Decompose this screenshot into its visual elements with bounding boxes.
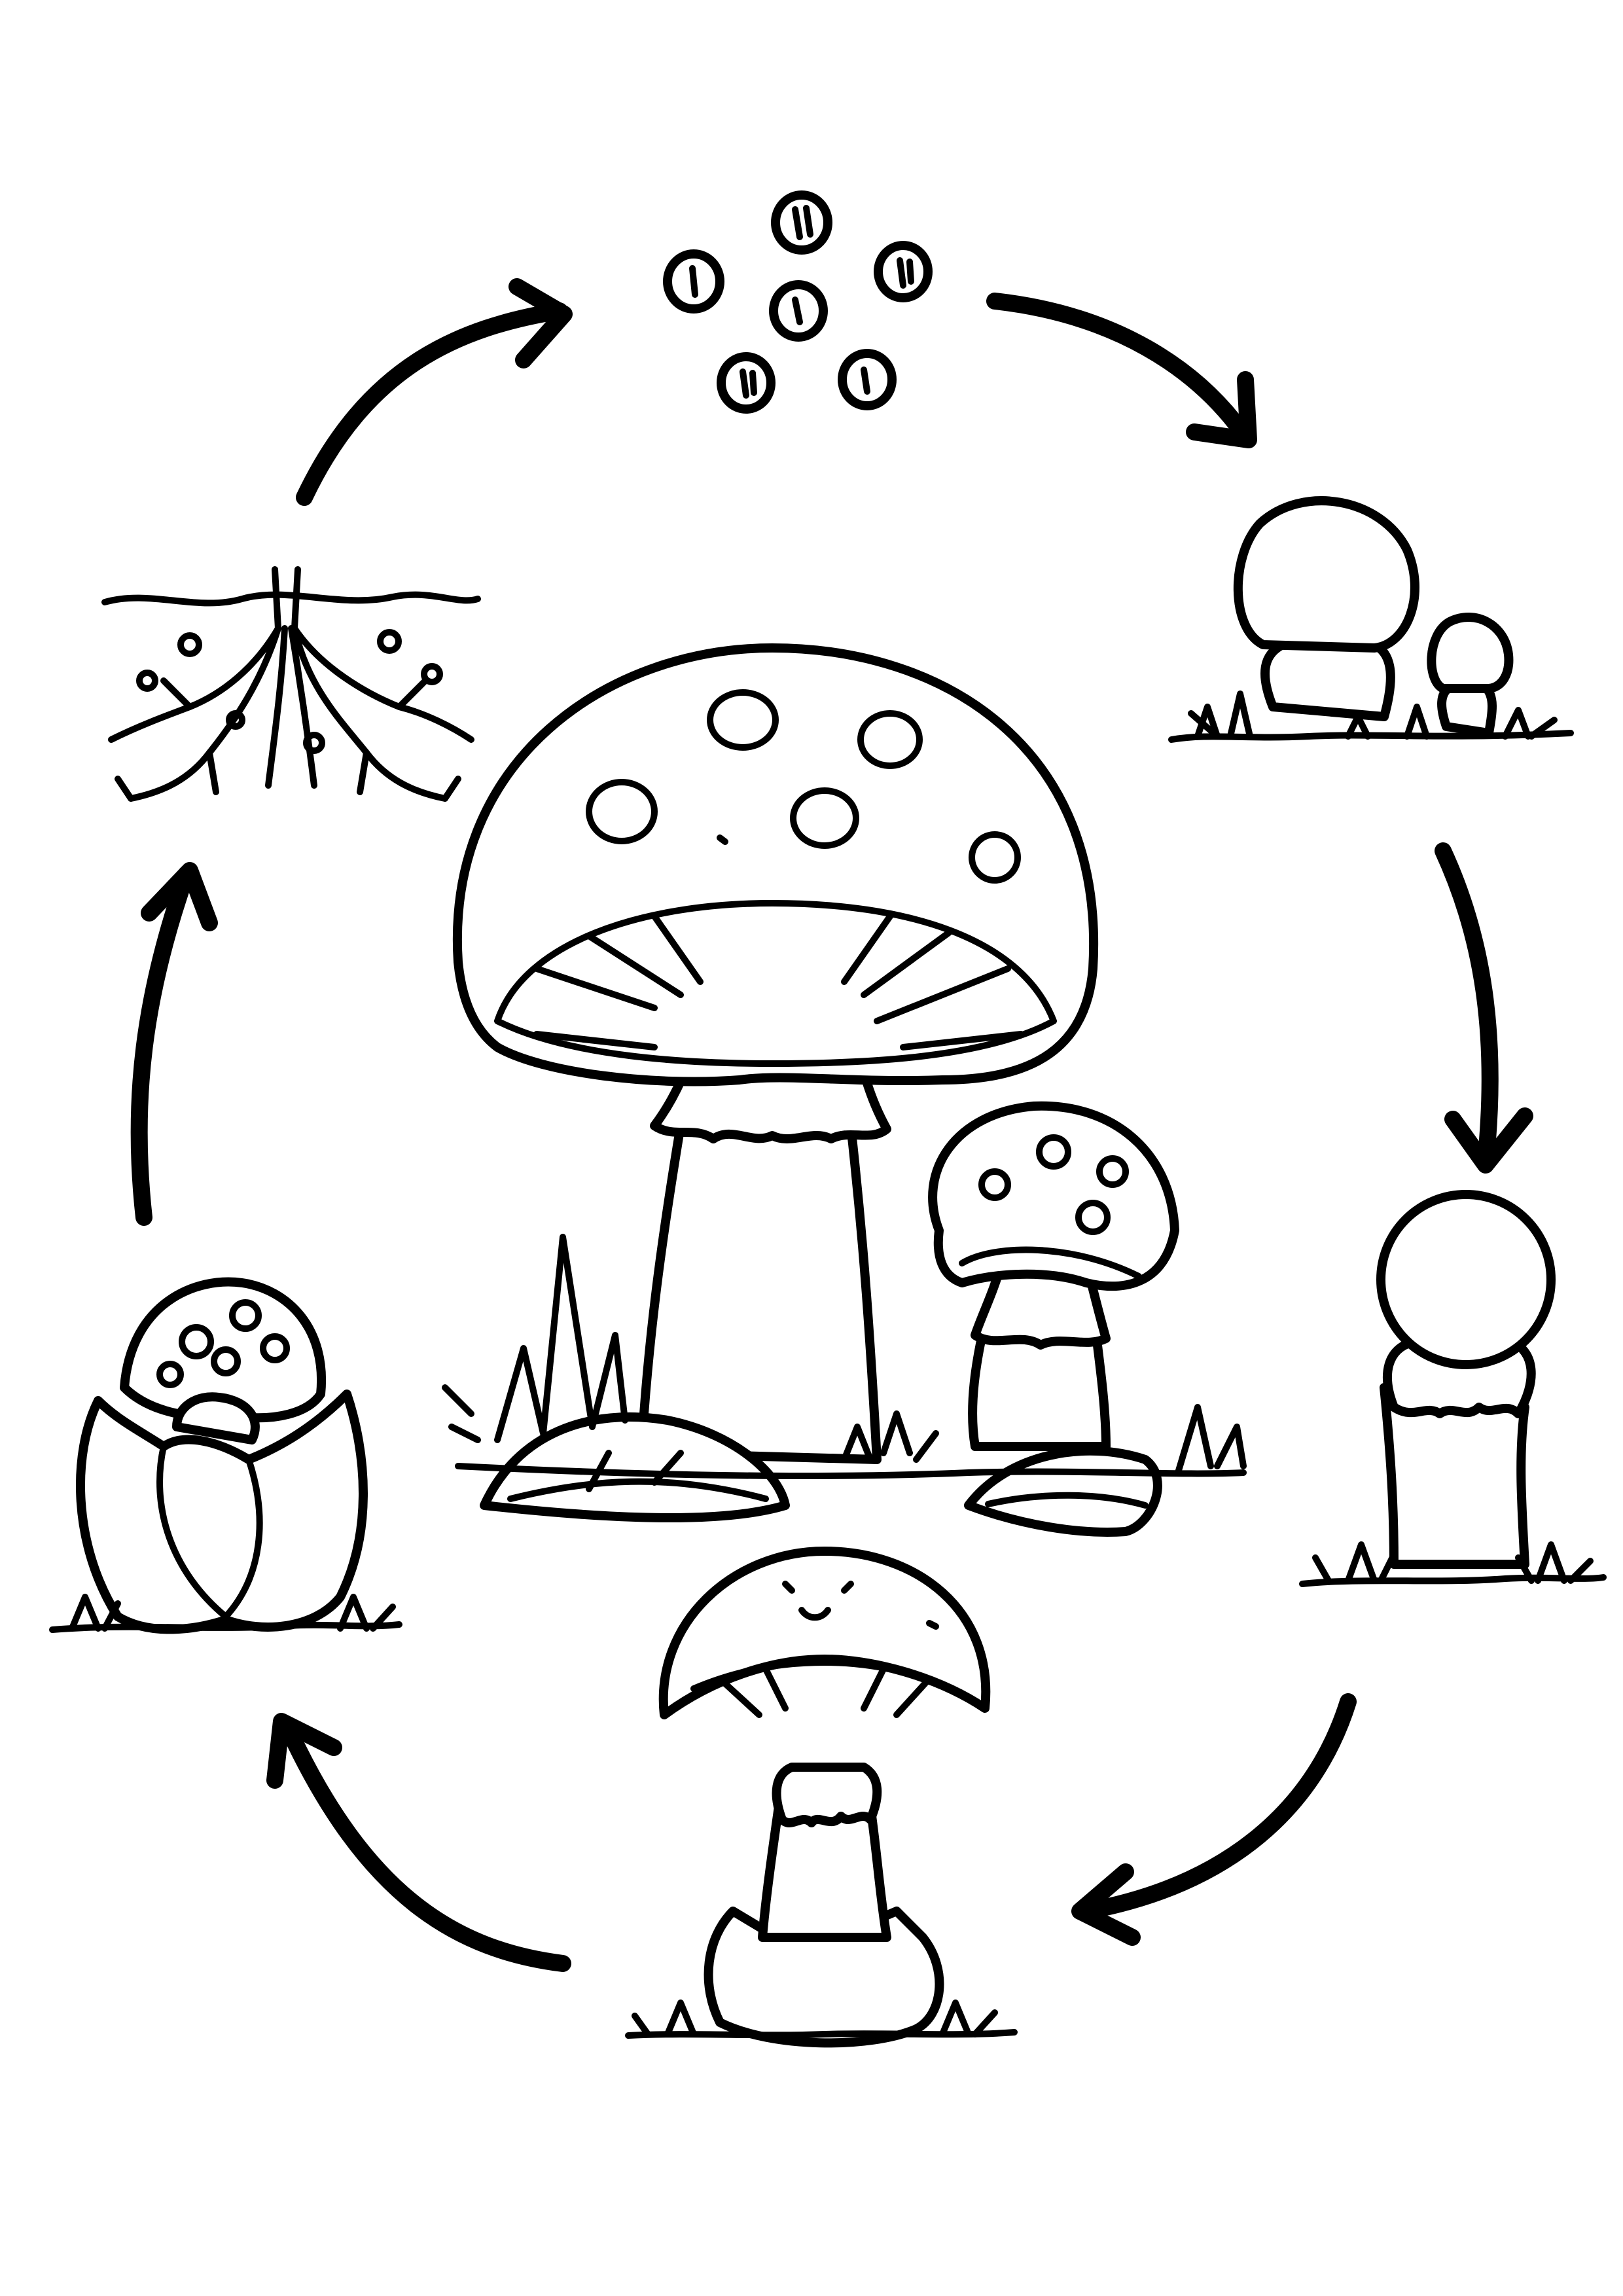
stage-opening-cap — [625, 1547, 1018, 2048]
spore — [769, 280, 828, 342]
stage-spores — [663, 190, 933, 414]
stage-button-with-veil — [1299, 1190, 1607, 1587]
arrow-spores-to-buttons — [986, 293, 1257, 448]
arrow-veil-to-opening — [1071, 1693, 1357, 1946]
spore — [874, 241, 933, 302]
stage-mycelium — [101, 566, 481, 802]
cycle-arrows — [130, 278, 1533, 1972]
spore — [771, 190, 832, 255]
spore — [838, 349, 897, 410]
center-mature-mushrooms — [442, 643, 1247, 1537]
spore — [717, 352, 776, 414]
arrow-buttons-to-veil — [1435, 842, 1533, 1174]
spore — [663, 249, 724, 314]
arrow-opening-to-egg — [266, 1713, 571, 1972]
arrow-egg-to-mycelium — [130, 862, 218, 1226]
arrow-mycelium-to-spores — [296, 278, 573, 506]
stage-egg — [49, 1277, 402, 1634]
stage-young-buttons — [1168, 496, 1574, 743]
